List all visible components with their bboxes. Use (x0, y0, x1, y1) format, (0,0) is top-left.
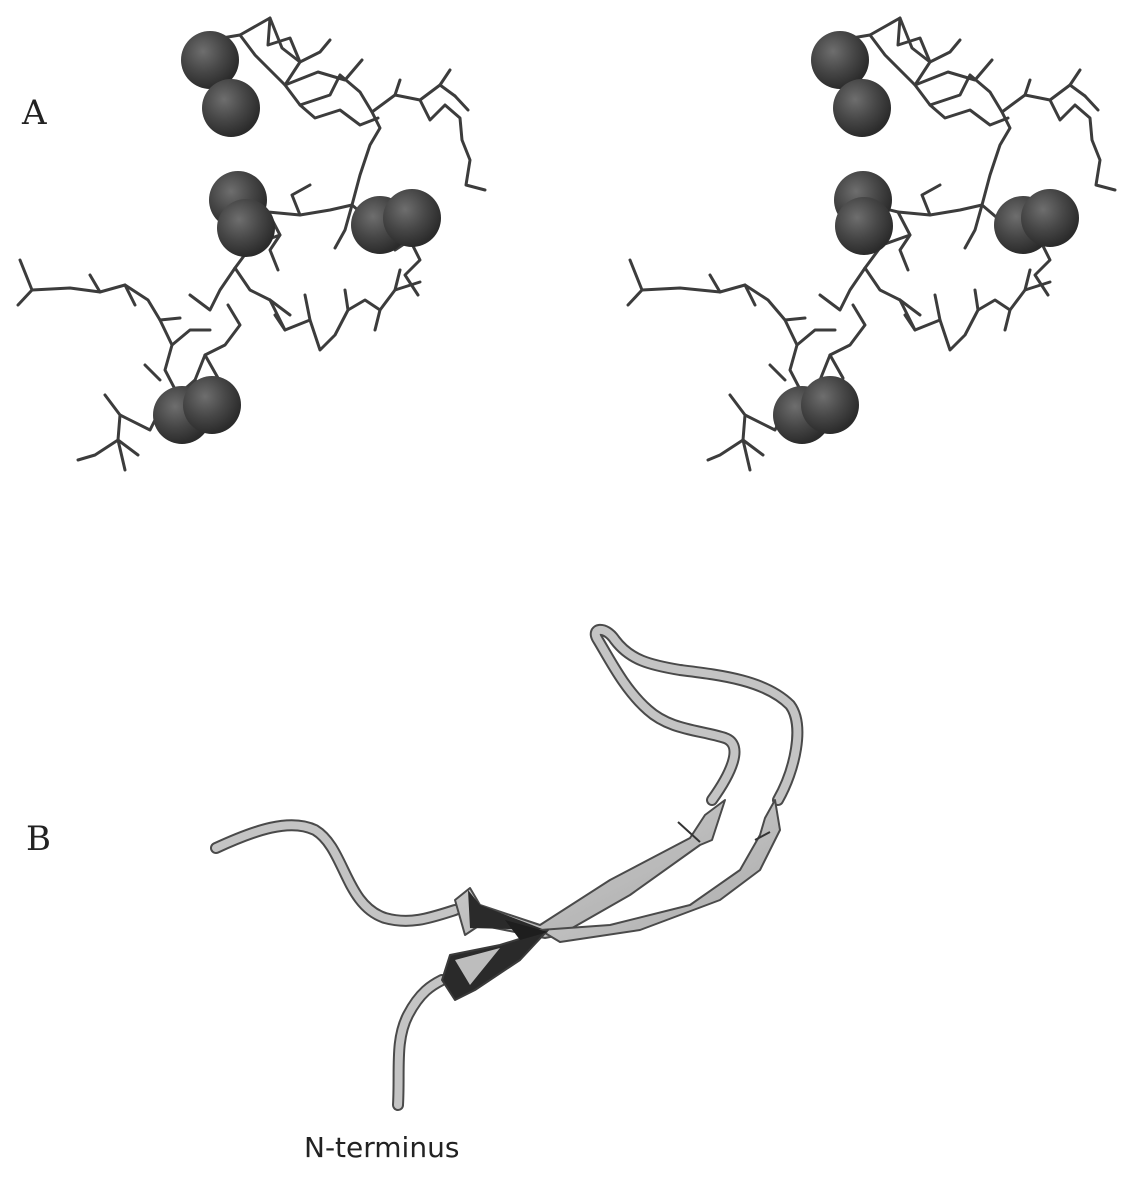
beta-strand-upper (454, 799, 726, 939)
stick-model-left (16, 16, 487, 472)
atom-spheres-right (773, 31, 1079, 444)
stereo-view-left (16, 16, 487, 472)
beta-strand-lower (539, 799, 781, 943)
atom-spheres-left (153, 31, 441, 444)
stereo-view-right (626, 16, 1117, 472)
panel-label-b: B (26, 819, 51, 859)
beta-strand-dark (441, 920, 549, 1001)
ribbon-diagram (210, 623, 804, 1111)
n-terminus-label: N-terminus (304, 1131, 460, 1164)
coil-tube (210, 623, 804, 1111)
panel-label-a: A (22, 93, 47, 133)
